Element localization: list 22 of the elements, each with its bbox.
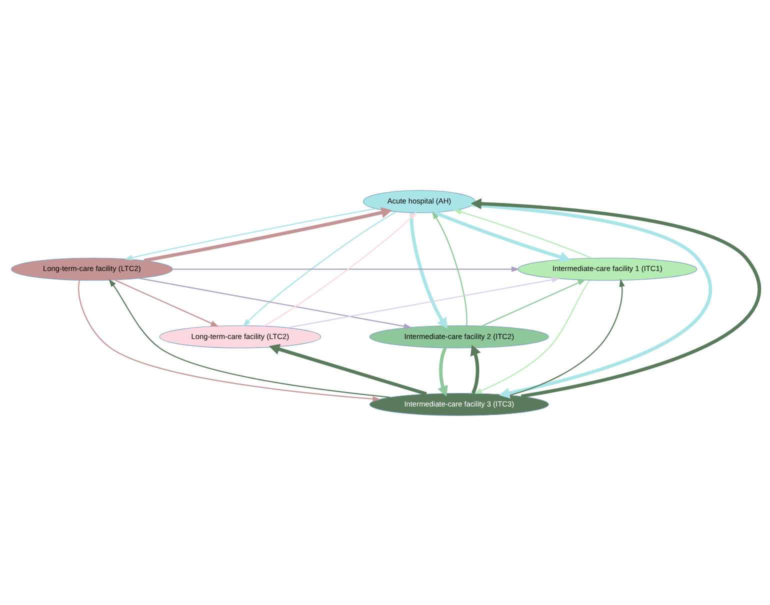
arrow xyxy=(473,280,590,394)
arrow xyxy=(78,280,380,402)
arrow xyxy=(452,208,591,258)
arrow xyxy=(470,198,760,398)
arrow xyxy=(124,208,376,260)
arrow xyxy=(287,276,560,328)
arrow xyxy=(472,202,712,398)
arrow xyxy=(437,346,448,396)
arrow xyxy=(510,278,624,396)
arrow xyxy=(172,266,520,272)
arrow xyxy=(143,206,392,262)
arrow xyxy=(138,277,412,328)
arrow xyxy=(242,210,396,326)
arrow xyxy=(482,278,586,326)
arrow xyxy=(268,343,426,396)
arrow xyxy=(114,279,218,326)
arrow xyxy=(108,278,390,398)
arrow xyxy=(470,344,480,394)
arrow xyxy=(434,210,570,262)
arrow xyxy=(263,211,416,326)
arrow xyxy=(431,210,467,325)
arrow xyxy=(409,212,448,328)
